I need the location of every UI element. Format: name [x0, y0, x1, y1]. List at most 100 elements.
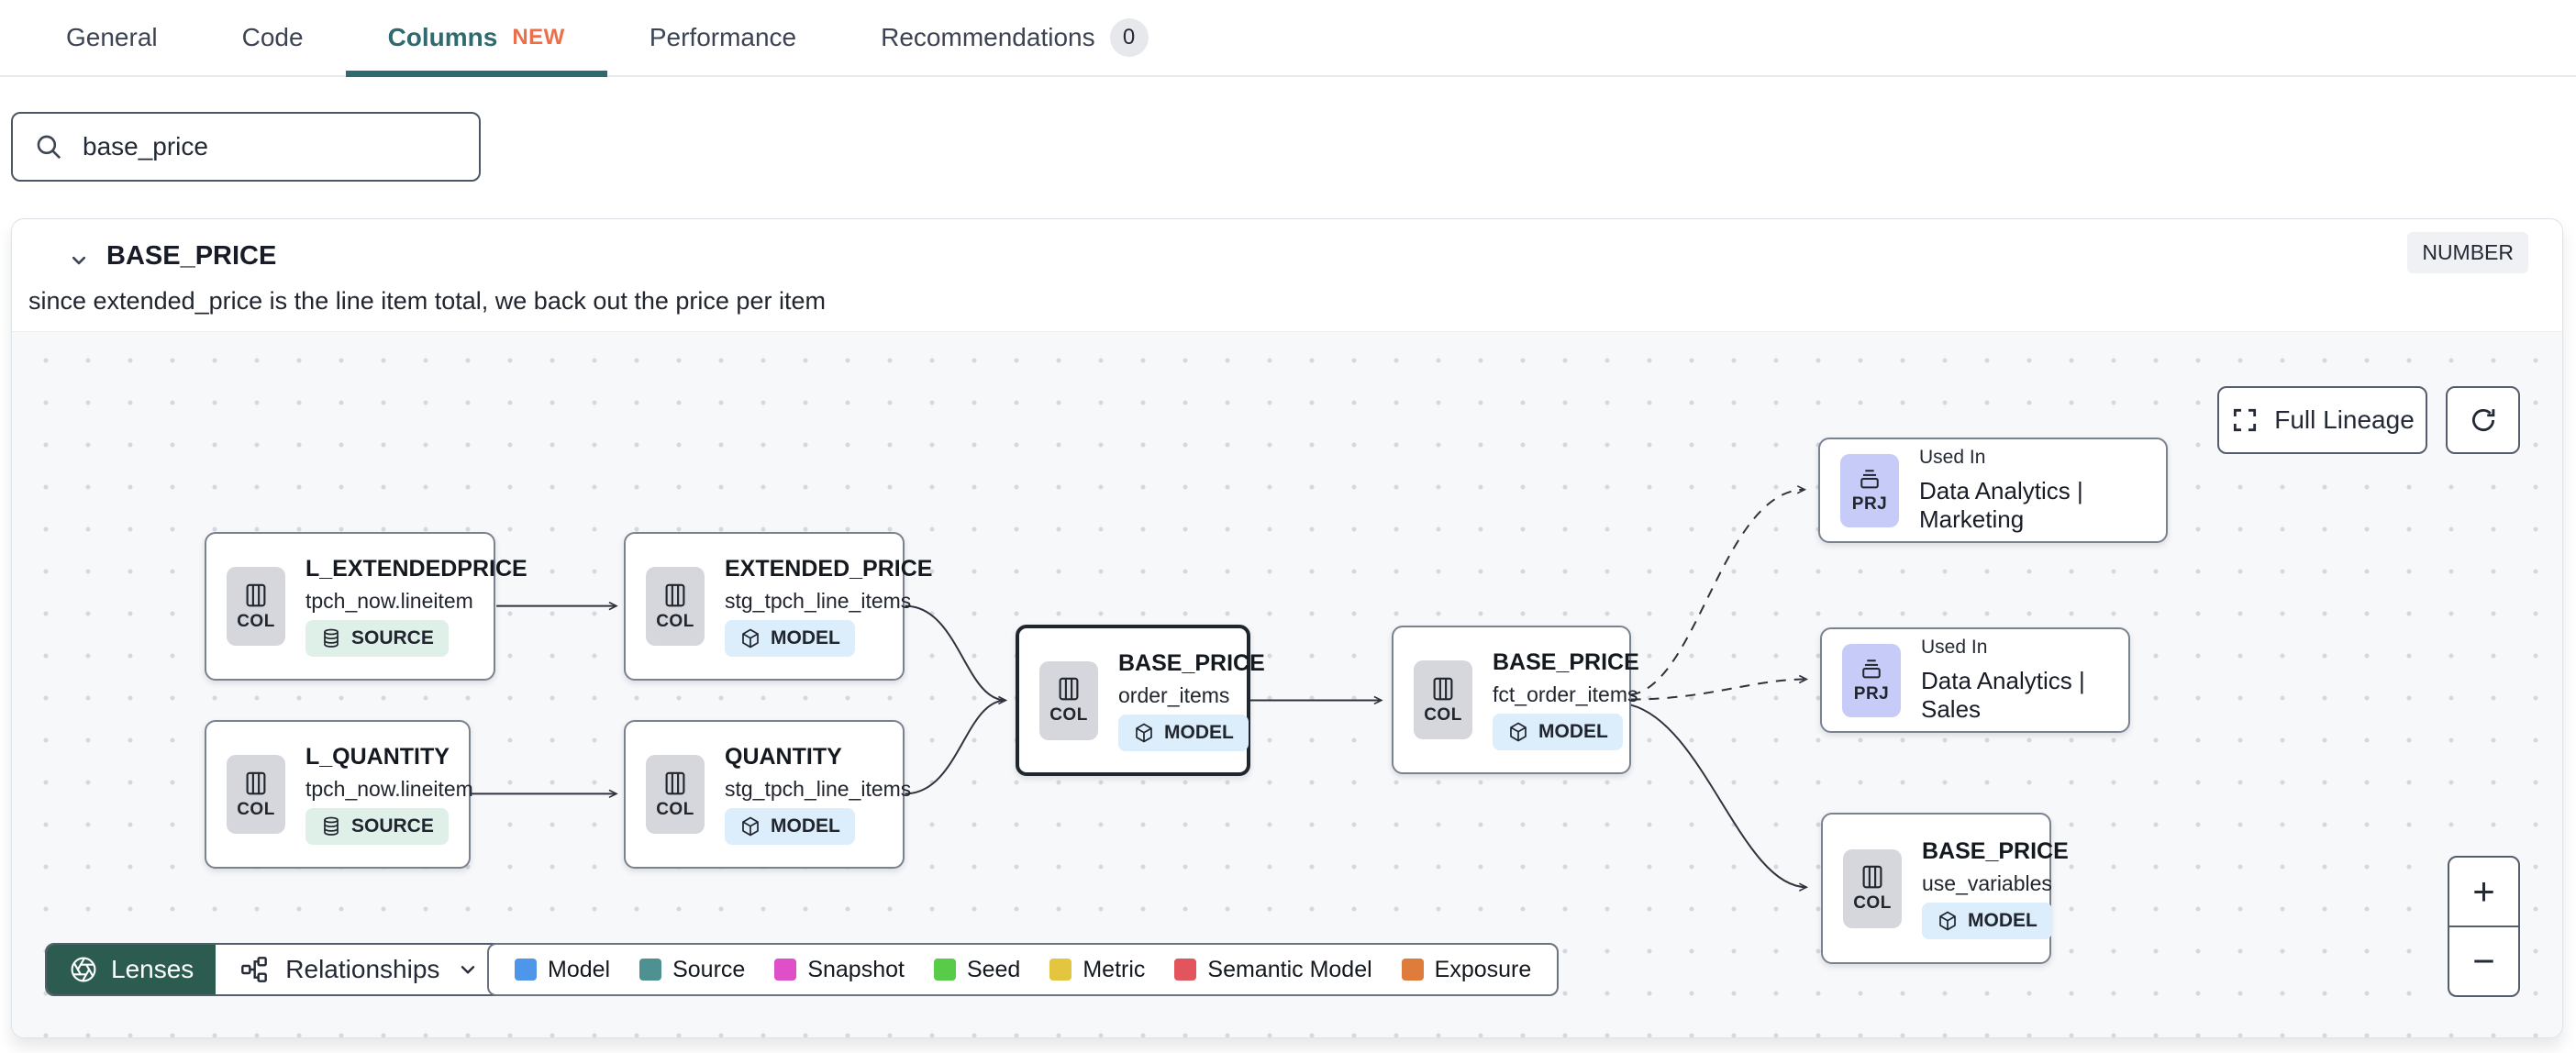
search-icon [37, 135, 61, 160]
model-badge: MODEL [1922, 902, 2052, 939]
aperture-icon [71, 957, 96, 982]
node-title: EXTENDED_PRICE [725, 556, 933, 582]
tab-code[interactable]: Code [241, 23, 304, 51]
tab-columns[interactable]: Columns NEW [345, 0, 608, 77]
project-name: Data Analytics | Sales [1921, 667, 2085, 723]
project-name: Data Analytics | Marketing [1919, 477, 2083, 533]
node-title: L_EXTENDEDPRICE [305, 556, 527, 582]
cube-icon [742, 628, 759, 648]
node-title: BASE_PRICE [1922, 837, 2069, 864]
collapse-chevron-button[interactable] [60, 241, 98, 280]
snapshot-swatch [774, 959, 797, 981]
columns-icon [1059, 677, 1079, 701]
node-subtitle: order_items [1118, 682, 1230, 707]
tab-recommendations[interactable]: Recommendations 0 [838, 0, 1190, 75]
source-badge: SOURCE [305, 808, 449, 845]
columns-icon [665, 583, 685, 606]
zoom-in-button[interactable]: + [2449, 858, 2518, 926]
search-input[interactable] [83, 132, 459, 161]
legend-item-snapshot: Snapshot [774, 957, 905, 983]
legend-item-source: Source [639, 957, 745, 983]
legend-item-metric: Metric [1049, 957, 1145, 983]
model-badge: MODEL [725, 620, 855, 657]
column-chip: COL [227, 755, 285, 834]
full-lineage-button[interactable]: Full Lineage [2217, 386, 2427, 454]
lineage-node-used-in-marketing[interactable]: PRJ Used In Data Analytics | Marketing [1818, 438, 2168, 543]
model-badge: MODEL [1493, 714, 1623, 750]
column-search [11, 112, 481, 182]
chevron-down-icon [461, 966, 475, 974]
node-subtitle: stg_tpch_line_items [725, 777, 912, 801]
node-subtitle: stg_tpch_line_items [725, 589, 912, 613]
new-badge: NEW [512, 25, 565, 50]
relationships-dropdown[interactable]: Relationships [216, 945, 504, 994]
node-subtitle: use_variables [1922, 870, 2052, 895]
project-icon [1860, 470, 1879, 489]
database-icon [324, 816, 339, 836]
lineage-node-base-price-fct-order-items[interactable]: COL BASE_PRICE fct_order_items MODEL [1392, 626, 1639, 774]
used-in-label: Used In [1919, 447, 1986, 468]
lenses-button[interactable]: Lenses [47, 945, 217, 994]
legend-item-semantic-model: Semantic Model [1174, 957, 1372, 983]
node-title: L_QUANTITY [305, 744, 450, 770]
columns-icon [246, 771, 266, 794]
chevron-down-icon [72, 256, 86, 265]
column-chip: COL [1414, 660, 1472, 739]
used-in-label: Used In [1921, 637, 1988, 658]
seed-swatch [933, 959, 956, 981]
column-detail-panel: BASE_PRICE NUMBER since extended_price i… [11, 218, 2563, 1038]
model-swatch [515, 959, 537, 981]
model-badge: MODEL [1118, 714, 1249, 751]
column-name: BASE_PRICE [106, 241, 277, 271]
node-subtitle: tpch_now.lineitem [305, 777, 473, 801]
tab-performance[interactable]: Performance [649, 23, 797, 51]
project-chip: PRJ [1842, 643, 1901, 717]
columns-icon [665, 771, 685, 794]
refresh-button[interactable] [2446, 386, 2520, 454]
refresh-icon [2471, 408, 2494, 432]
cube-icon [1510, 722, 1527, 742]
lineage-node-used-in-sales[interactable]: PRJ Used In Data Analytics | Sales [1820, 627, 2130, 733]
node-subtitle: fct_order_items [1493, 682, 1638, 706]
lenses-group: Lenses Relationships [45, 943, 506, 996]
lineage-node-extended-price[interactable]: COL EXTENDED_PRICE stg_tpch_line_items M… [624, 532, 932, 681]
node-subtitle: tpch_now.lineitem [305, 589, 473, 613]
cube-icon [1136, 723, 1152, 742]
zoom-out-button[interactable]: − [2449, 926, 2518, 995]
cube-icon [1939, 911, 1956, 930]
legend-item-model: Model [515, 957, 610, 983]
node-title: BASE_PRICE [1118, 649, 1265, 676]
lineage-node-quantity[interactable]: COL QUANTITY stg_tpch_line_items MODEL [624, 720, 911, 869]
tab-bar: General Code Columns NEW Performance Rec… [0, 0, 2576, 77]
project-chip: PRJ [1840, 453, 1899, 527]
column-description: since extended_price is the line item to… [28, 287, 826, 315]
column-chip: COL [646, 755, 705, 834]
source-swatch [639, 959, 662, 981]
project-icon [1862, 660, 1881, 679]
lineage-canvas[interactable]: COL L_EXTENDEDPRICE tpch_now.lineitem SO… [12, 331, 2562, 1037]
column-chip: COL [227, 567, 285, 646]
node-title: QUANTITY [725, 744, 842, 770]
lineage-edges [472, 485, 1809, 892]
database-icon [324, 628, 339, 648]
columns-icon [1862, 865, 1882, 889]
lineage-node-base-price-use-variables[interactable]: COL BASE_PRICE use_variables MODEL [1821, 813, 2069, 964]
tab-general[interactable]: General [66, 23, 158, 51]
zoom-control: + − [2448, 856, 2520, 997]
columns-icon [246, 583, 266, 606]
expand-icon [2234, 408, 2257, 432]
column-chip: COL [646, 567, 705, 646]
semantic-model-swatch [1174, 959, 1197, 981]
lineage-node-l-quantity[interactable]: COL L_QUANTITY tpch_now.lineitem SOURCE [205, 720, 473, 869]
column-chip: COL [1843, 848, 1902, 928]
node-type-legend: Model Source Snapshot Seed Metric Semant… [487, 943, 1560, 996]
column-chip: COL [1039, 660, 1098, 740]
cube-icon [742, 816, 759, 837]
lineage-node-base-price-order-items[interactable]: COL BASE_PRICE order_items MODEL [1016, 625, 1265, 776]
model-badge: MODEL [725, 808, 855, 845]
recommendations-count-badge: 0 [1109, 18, 1149, 57]
legend-item-exposure: Exposure [1401, 957, 1531, 983]
lineage-node-l-extendedprice[interactable]: COL L_EXTENDEDPRICE tpch_now.lineitem SO… [205, 532, 527, 681]
metric-swatch [1049, 959, 1072, 981]
node-title: BASE_PRICE [1493, 649, 1639, 675]
